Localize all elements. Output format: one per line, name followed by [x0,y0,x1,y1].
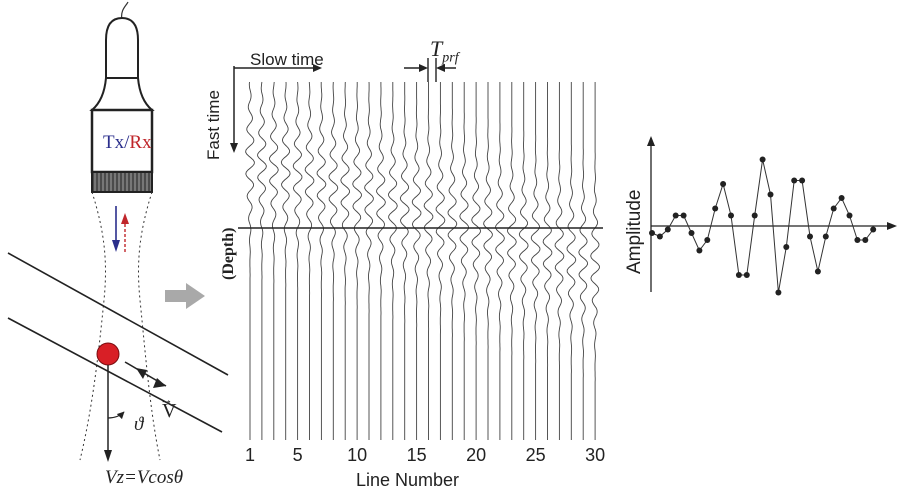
signal-sample-point [704,237,711,243]
tick-label: 25 [525,445,546,465]
rf-trace [399,82,410,440]
rf-trace [518,82,529,440]
rf-trace [483,82,493,440]
velocity-vector [124,361,167,388]
rf-trace [542,82,553,440]
rf-trace [423,82,434,440]
signal-sample-point [688,230,695,236]
rf-trace [316,82,327,440]
amplitude-label: Amplitude [624,189,645,275]
slow-fast-axes [230,64,322,153]
depth-label: (Depth) [220,227,237,280]
rf-trace [304,81,315,440]
ultrasound-probe [89,1,155,193]
rf-trace [364,81,374,440]
signal-sample-point [759,156,766,163]
signal-sample-point [814,268,821,275]
tx-rx-label: Tx/Rx [103,132,152,154]
vertical-component [104,365,125,462]
rf-trace [269,81,279,440]
signal-sample-point [720,181,727,187]
rf-trace [435,82,446,440]
signal-sample-point [696,247,703,254]
signal-sample-point [712,205,719,212]
probe-handle [105,16,139,79]
probe-housing [90,108,154,174]
signal-sample-point [862,237,869,243]
tick-label: 5 [292,445,303,465]
rf-trace [388,82,398,440]
signal-sample-point [791,177,798,184]
rf-trace [411,82,422,440]
signal-sample-point [870,226,877,233]
signal-sample-point [854,237,861,243]
signal-sample-point [775,289,782,296]
rf-ensemble [245,81,600,440]
tick-label: 15 [406,445,427,465]
slow-time-label: Slow time [250,50,324,69]
velocity-label: V [162,400,177,422]
rf-trace [530,82,541,440]
signal-sample-point [783,244,790,250]
angle-label: ϑ [134,414,144,435]
rf-trace [471,82,481,440]
rf-trace [554,82,565,440]
rf-trace [566,82,577,440]
probe-element-array [91,171,153,193]
rf-trace [495,82,505,440]
red-blood-cell [96,342,120,366]
tprf-marker [404,58,456,82]
signal-samples [649,156,877,296]
signal-sample-point [807,233,813,240]
tick-label: 10 [347,445,368,465]
signal-sample-point [838,195,845,201]
probe-neck [89,77,155,111]
rf-trace [459,82,470,440]
tick-label: 1 [245,445,256,465]
tx-rx-arrows [112,206,129,252]
rf-trace [245,81,255,440]
rf-trace [280,81,291,440]
signal-sample-point [649,230,655,236]
signal-sample-point [672,212,679,219]
beam-profile [79,191,161,461]
rf-trace [507,82,517,440]
vz-formula: Vz=Vcosθ [105,467,184,488]
rf-trace [590,82,600,440]
signal-sample-point [830,205,837,212]
rf-trace [352,82,362,440]
fast-time-label: Fast time [204,90,223,160]
signal-sample-point [751,212,758,219]
signal-sample-point [728,212,734,219]
tick-label: 20 [466,445,487,465]
line-number-label: Line Number [356,470,460,490]
velocity-overarrow-icon: → [160,392,173,407]
tx-label: Tx/ [103,132,130,153]
signal-sample-point [822,233,829,240]
tprf-subscript: prf [442,50,459,66]
rf-trace [257,81,267,440]
signal-sample-point [743,272,750,278]
rf-trace [292,81,303,440]
doppler-signal-plot [647,136,897,296]
vessel-walls [7,252,229,433]
rf-trace [340,81,351,440]
signal-sample-point [735,272,742,278]
rf-trace [328,81,339,440]
signal-sample-point [799,177,806,184]
tprf-symbol: T [430,36,443,61]
signal-sample-point [846,212,853,219]
signal-sample-point [664,226,671,233]
tick-label: 30 [585,445,606,465]
signal-sample-point [656,233,663,240]
signal-sample-point [680,212,687,219]
signal-sample-point [767,191,774,198]
rf-trace [376,82,386,440]
rf-trace [578,82,589,440]
tprf-label: Tprf [430,36,459,66]
process-arrow [165,283,205,309]
rf-trace [447,82,458,440]
rx-label: Rx [129,132,152,153]
